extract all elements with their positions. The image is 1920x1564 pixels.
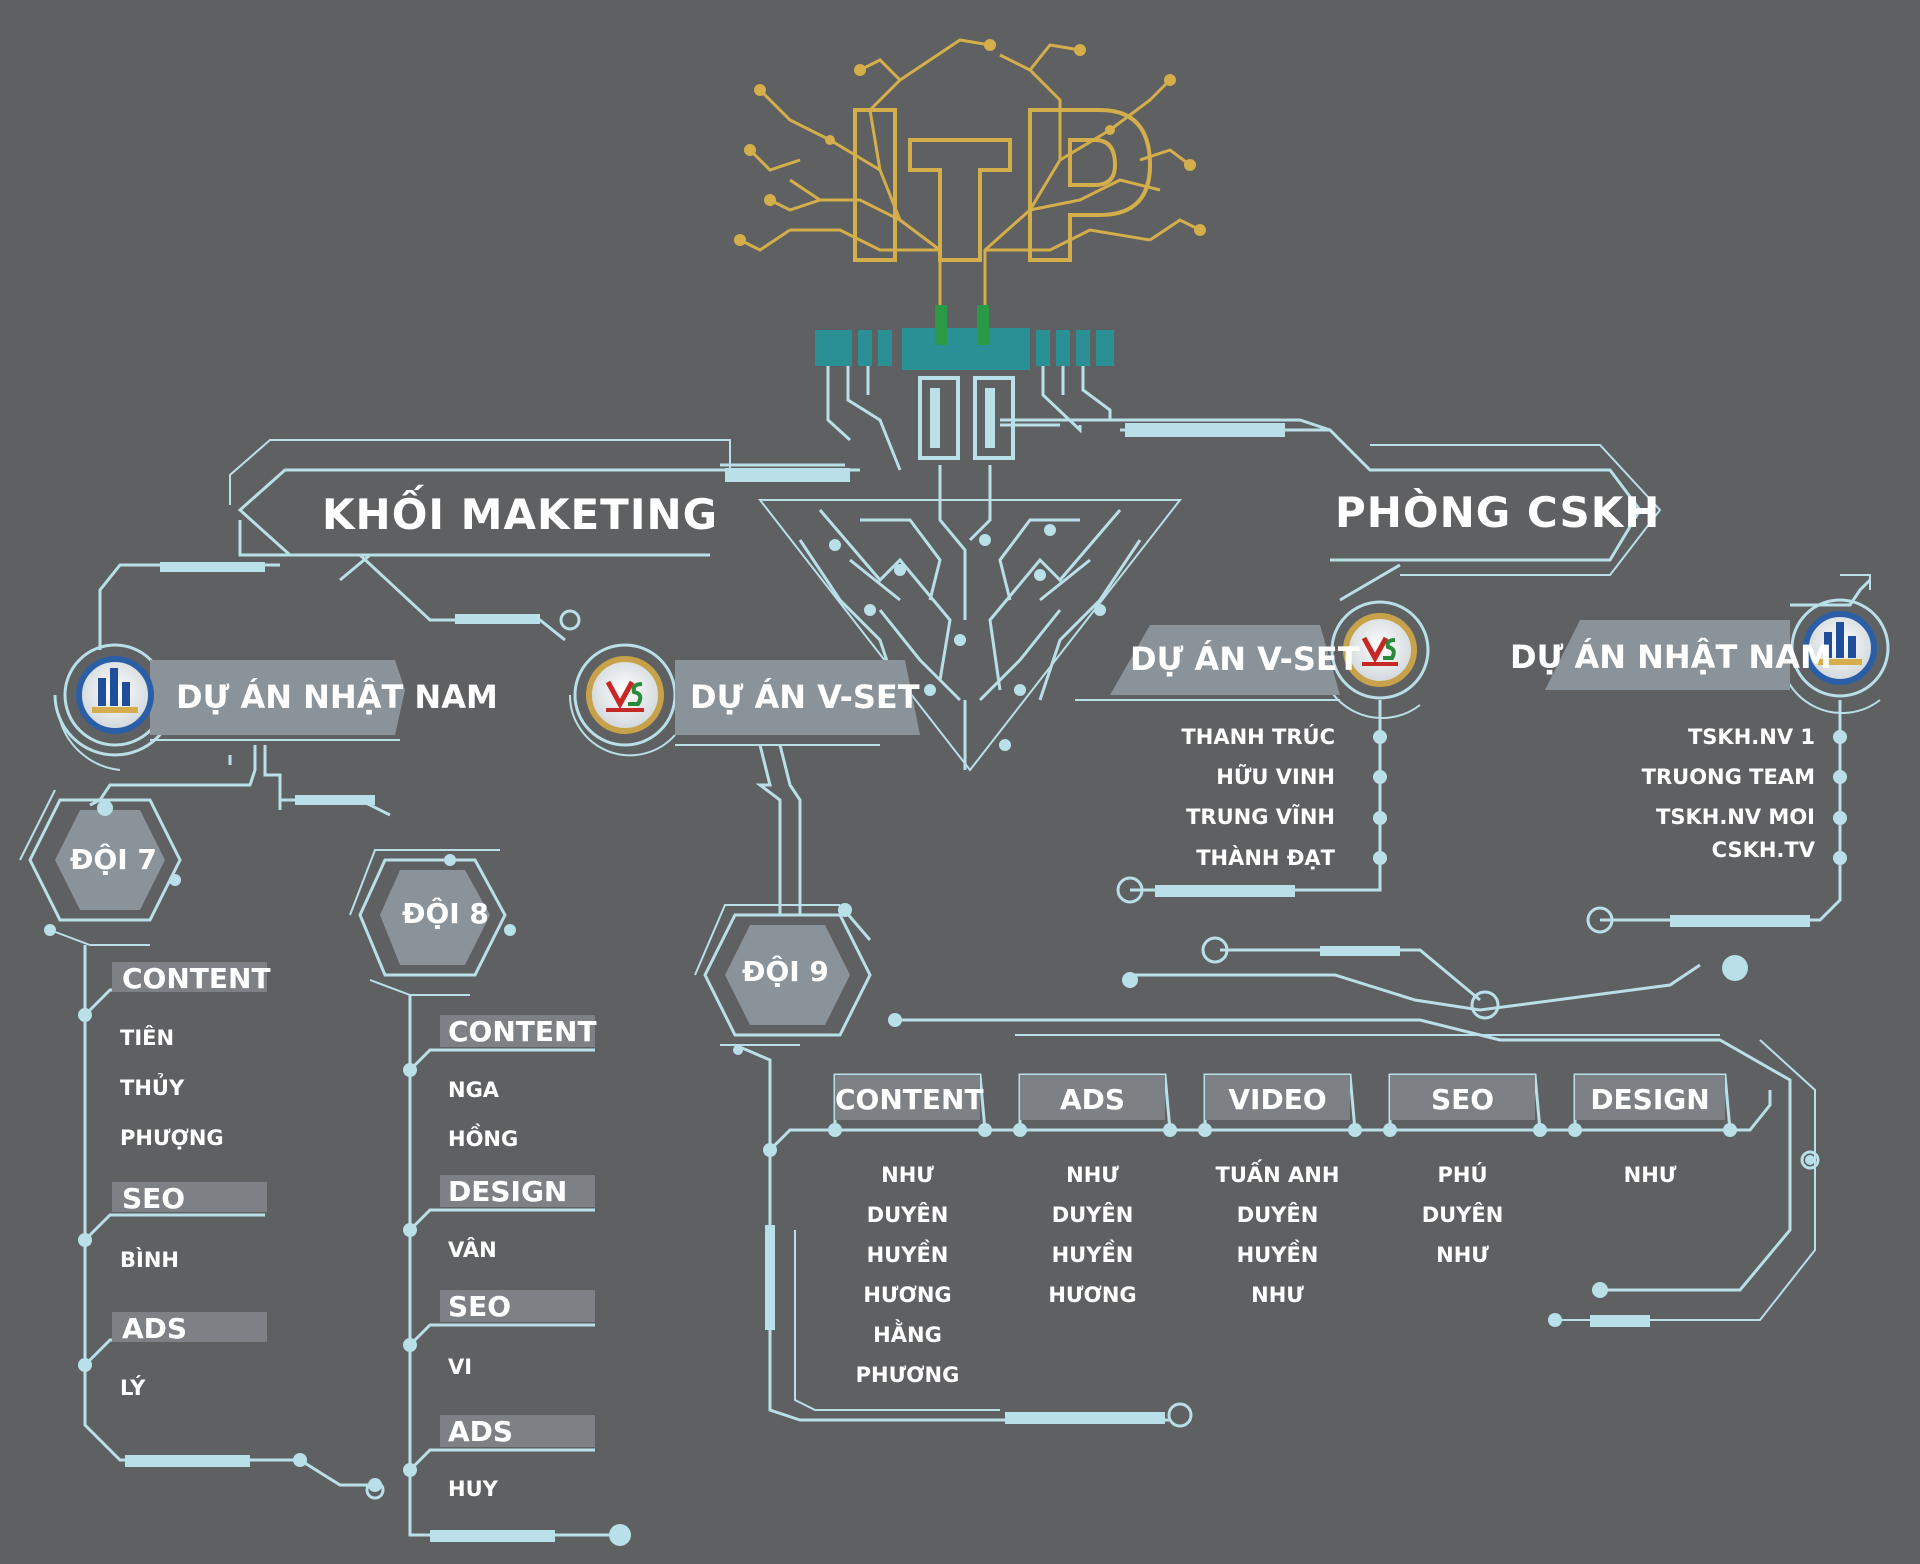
marketing-title: KHỐI MAKETING: [322, 490, 719, 539]
team9-member: DUYÊN: [866, 1203, 949, 1227]
vset-logo-icon-cskh: [1343, 613, 1417, 687]
team9-member: DUYÊN: [1051, 1203, 1134, 1227]
ring-nodes: [365, 609, 1820, 1500]
cskh-vset-title: DỰ ÁN V-SET: [1130, 640, 1360, 678]
marketing-nhat-nam-title: DỰ ÁN NHẬT NAM: [176, 678, 498, 716]
cskh-vset-member: TRUNG VĨNH: [1186, 805, 1335, 829]
team9-member: HUYỀN: [1236, 1243, 1319, 1267]
cskh-vset-member: HỮU VINH: [1216, 765, 1335, 789]
team9-member: PHƯƠNG: [855, 1363, 960, 1387]
cskh-nhat-nam-title: DỰ ÁN NHẬT NAM: [1510, 638, 1832, 676]
team8-ads-label: ADS: [448, 1415, 514, 1448]
team9-member: DUYÊN: [1236, 1203, 1319, 1227]
team8-name: ĐỘI 8: [402, 897, 489, 930]
team8-content-label: CONTENT: [448, 1015, 597, 1048]
category-bars: [112, 962, 1725, 1447]
team9-member: HUYỀN: [1051, 1243, 1134, 1267]
chip-icon: [815, 305, 1114, 460]
team7-seo-label: SEO: [122, 1182, 186, 1215]
team9-group-label: ADS: [1059, 1083, 1126, 1116]
network-triangle: [757, 499, 1183, 772]
vset-logo-icon: [586, 656, 664, 734]
marketing-vset-title: DỰ ÁN V-SET: [690, 678, 920, 716]
cskh-vset-member: THÀNH ĐẠT: [1196, 846, 1335, 870]
team8-design-label: DESIGN: [448, 1175, 568, 1208]
building-logo-icon-cskh: [1803, 611, 1877, 685]
building-logo-icon: [76, 656, 154, 734]
team8-ads-member: HUY: [448, 1477, 498, 1501]
team9-member: NHƯ: [1623, 1163, 1677, 1187]
team9-member: DUYÊN: [1421, 1203, 1504, 1227]
marketing-frame: [237, 468, 730, 557]
team9-member: PHÚ: [1437, 1163, 1488, 1187]
team8-design-member: VÂN: [448, 1238, 497, 1262]
cskh-nhat-nam-member: TSKH.NV MOI: [1656, 805, 1815, 829]
team9-member: NHƯ: [1066, 1163, 1119, 1187]
cskh-nhat-nam-member: TRUONG TEAM: [1641, 765, 1815, 789]
wire-nodes: [44, 524, 1847, 1546]
team9-member: HƯƠNG: [1048, 1283, 1137, 1307]
team9-member: TUẤN ANH: [1215, 1163, 1340, 1187]
team8-seo-label: SEO: [448, 1290, 512, 1323]
team7-ads-member: LÝ: [120, 1376, 146, 1400]
team9-name: ĐỘI 9: [742, 955, 829, 988]
team9-member: HẰNG: [873, 1323, 942, 1347]
team7-ads-label: ADS: [122, 1312, 188, 1345]
cskh-nhat-nam-member: TSKH.NV 1: [1687, 725, 1815, 749]
team7-seo-member: BÌNH: [120, 1248, 179, 1272]
team9-group-label: CONTENT: [835, 1083, 984, 1116]
team8-content-member: NGA: [448, 1078, 500, 1102]
cskh-title: PHÒNG CSKH: [1335, 488, 1661, 537]
accent-bars: [125, 423, 1810, 1542]
circuit-tree-icon: [739, 38, 1201, 330]
team9-group-label: SEO: [1430, 1083, 1495, 1116]
team7-content-member: THỦY: [120, 1076, 185, 1100]
circuit-wires: [19, 366, 1890, 1537]
itp-logo-icon: [853, 108, 1153, 262]
team9-group-label: VIDEO: [1228, 1083, 1327, 1116]
team9-member: NHƯ: [881, 1163, 934, 1187]
team9-group-label: DESIGN: [1590, 1083, 1710, 1116]
cskh-vset-member: THANH TRÚC: [1181, 725, 1335, 749]
team7-content-label: CONTENT: [122, 962, 271, 995]
hex-fills: [55, 810, 850, 1025]
team9-member: NHƯ: [1436, 1243, 1489, 1267]
team8-content-member: HỒNG: [448, 1127, 519, 1151]
team8-seo-member: VI: [448, 1355, 473, 1379]
team9-member: HƯƠNG: [863, 1283, 952, 1307]
cskh-nhat-nam-member: CSKH.TV: [1711, 838, 1815, 862]
team7-content-member: PHƯỢNG: [120, 1126, 224, 1150]
team7-name: ĐỘI 7: [70, 843, 157, 876]
team9-member: NHƯ: [1251, 1283, 1304, 1307]
team9-member: HUYỀN: [866, 1243, 949, 1267]
team7-content-member: TIÊN: [120, 1026, 175, 1050]
circuit-tree-nodes: [734, 39, 1206, 246]
